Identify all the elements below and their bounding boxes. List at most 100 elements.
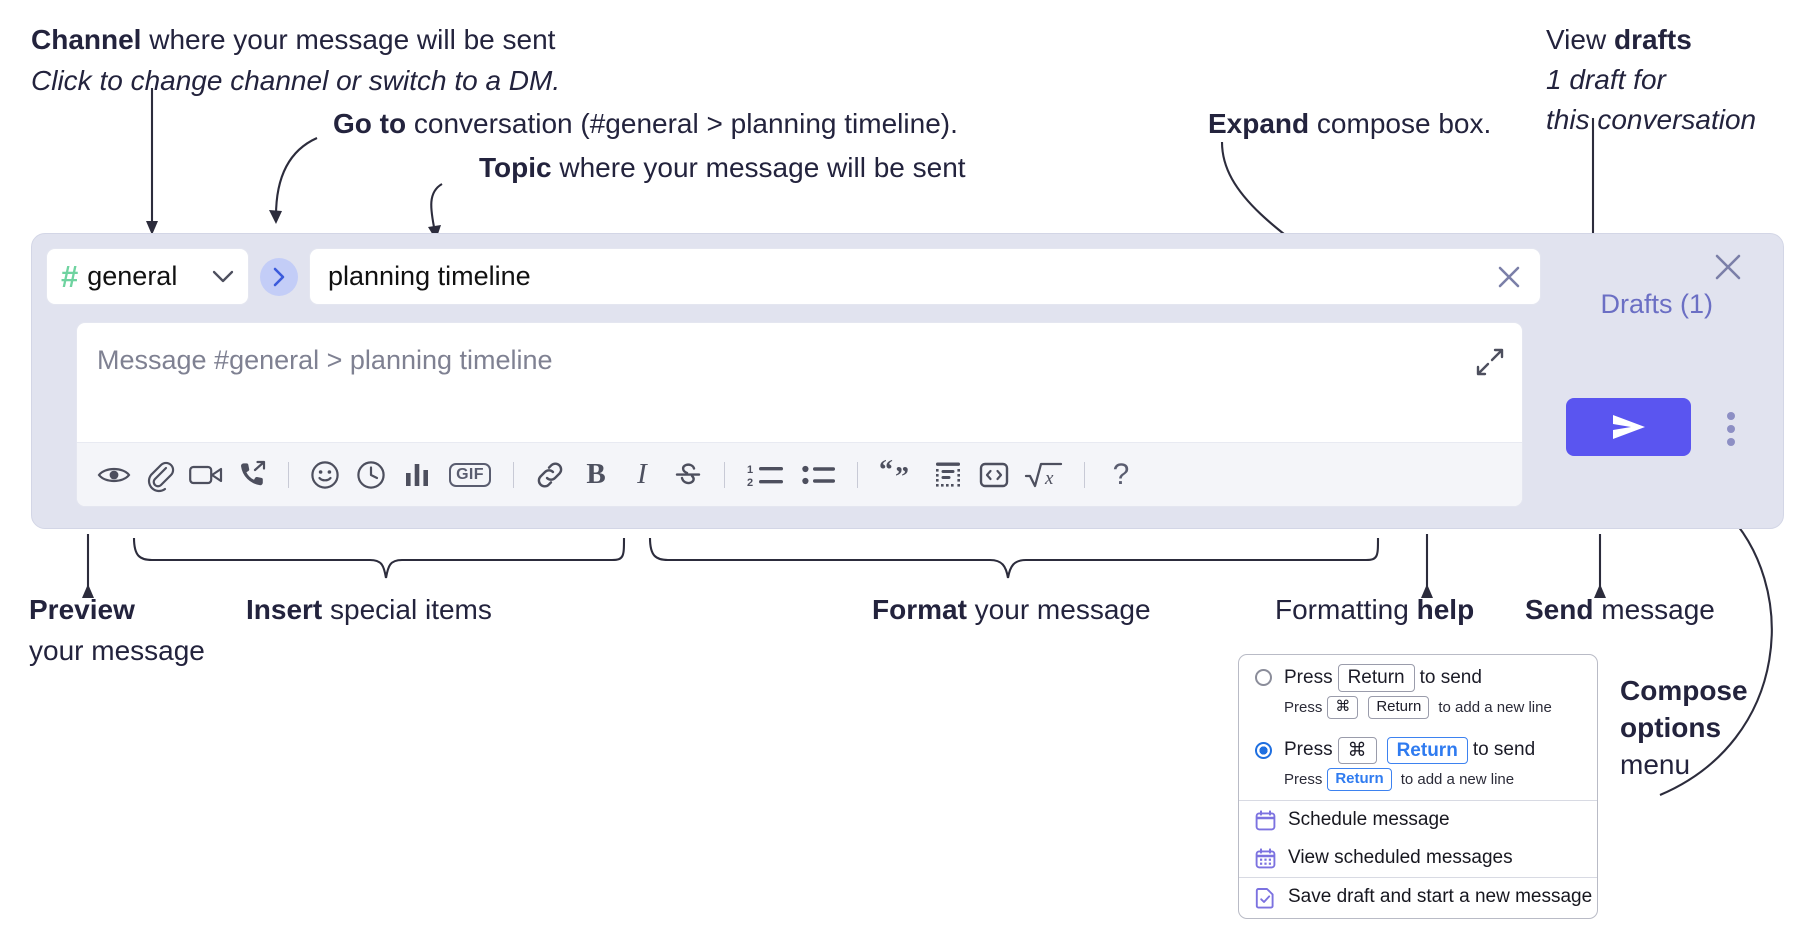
annotation-preview-rest: your message — [29, 634, 205, 666]
svg-text:”: ” — [895, 462, 909, 493]
math-button[interactable]: x — [1017, 452, 1071, 498]
calendar-icon — [1255, 809, 1276, 831]
menu-item-schedule-message[interactable]: Schedule message — [1239, 801, 1597, 839]
italic-label: I — [637, 458, 647, 490]
annotation-insert-rest: special items — [322, 594, 492, 625]
annotation-send-rest: message — [1593, 594, 1715, 625]
menu-option-cmd-sub: Press Return to add a new line — [1239, 766, 1597, 800]
annotation-drafts-sub1: 1 draft for — [1546, 63, 1666, 95]
bold-label: B — [586, 458, 606, 490]
key-command: ⌘ — [1327, 695, 1359, 719]
annotation-goto-rest: conversation (#general > planning timeli… — [406, 108, 958, 139]
help-button[interactable]: ? — [1098, 452, 1144, 498]
menu-option-return-press: Press — [1284, 666, 1333, 688]
compose-header-row: # general planning timeline — [46, 248, 1541, 305]
close-compose-button[interactable] — [1711, 250, 1745, 284]
topic-value: planning timeline — [328, 261, 531, 291]
code-block-button[interactable] — [925, 452, 971, 498]
annotation-channel: Channel where your message will be sent … — [31, 22, 560, 99]
send-icon — [1607, 410, 1651, 444]
menu-option-return[interactable]: Press Return to send — [1239, 655, 1597, 694]
link-button[interactable] — [527, 452, 573, 498]
key-return-small: Return — [1368, 695, 1430, 719]
annotation-goto: Go to conversation (#general > planning … — [333, 106, 958, 142]
menu-sub-press: Press — [1284, 698, 1323, 716]
annotation-compose-options: Compose options menu — [1620, 672, 1748, 784]
annotation-channel-bold: Channel — [31, 24, 142, 55]
svg-text:x: x — [1044, 468, 1054, 489]
send-button[interactable] — [1566, 398, 1691, 456]
annotation-compose-options-l3: menu — [1620, 749, 1691, 781]
compose-options-button[interactable] — [1727, 412, 1735, 446]
topic-clear-button[interactable] — [1494, 262, 1524, 292]
menu-option-return-tail: to send — [1419, 666, 1482, 688]
calendar-grid-icon — [1255, 847, 1276, 869]
preview-button[interactable] — [91, 452, 137, 498]
strikethrough-button[interactable] — [665, 452, 711, 498]
annotation-preview-bold: Preview — [29, 594, 135, 625]
separator-4 — [857, 461, 858, 488]
menu-option-cmd-tail: to send — [1472, 739, 1536, 761]
menu-sub2-tail: to add a new line — [1400, 771, 1515, 789]
schedule-button[interactable] — [348, 452, 394, 498]
annotation-send-bold: Send — [1525, 594, 1594, 625]
radio-selected-icon[interactable] — [1255, 741, 1272, 759]
bulleted-list-button[interactable] — [794, 452, 844, 498]
channel-name: general — [87, 261, 178, 291]
menu-sub2-press: Press — [1284, 771, 1323, 789]
video-button[interactable] — [183, 452, 229, 498]
annotation-expand-rest: compose box. — [1309, 108, 1492, 139]
annotation-expand: Expand compose box. — [1208, 106, 1491, 142]
topic-field[interactable]: planning timeline — [309, 248, 1541, 305]
annotation-format: Format your message — [872, 592, 1151, 628]
annotation-send: Send message — [1525, 592, 1715, 628]
svg-text:2: 2 — [747, 477, 753, 489]
annotation-topic-bold: Topic — [479, 152, 552, 183]
blockquote-button[interactable]: “” — [871, 452, 925, 498]
goto-conversation-button[interactable] — [260, 257, 298, 296]
annotation-topic-rest: where your message will be sent — [551, 152, 966, 183]
attach-button[interactable] — [137, 452, 183, 498]
svg-text:1: 1 — [747, 464, 753, 476]
menu-sub-tail: to add a new line — [1438, 698, 1552, 716]
italic-button[interactable]: I — [619, 452, 665, 498]
svg-text:“: “ — [879, 455, 893, 486]
annotation-goto-bold: Go to — [333, 108, 407, 139]
kebab-dot-2 — [1727, 425, 1735, 433]
bold-button[interactable]: B — [573, 452, 619, 498]
separator-2 — [513, 461, 514, 488]
annotation-drafts: View drafts 1 draft for this conversatio… — [1546, 22, 1756, 137]
code-button[interactable] — [971, 452, 1017, 498]
menu-item-label: Save draft and start a new message — [1288, 886, 1593, 907]
channel-selector[interactable]: # general — [46, 248, 249, 305]
help-label: ? — [1112, 457, 1130, 491]
kebab-dot-3 — [1727, 438, 1735, 446]
gif-button[interactable]: GIF — [440, 452, 500, 498]
hash-icon: # — [61, 259, 79, 294]
key-return-blue: Return — [1386, 736, 1468, 765]
annotation-help-rest: Formatting — [1275, 594, 1417, 625]
drafts-link[interactable]: Drafts (1) — [1600, 289, 1713, 319]
annotation-formatting-help: Formatting help — [1275, 592, 1474, 628]
annotation-format-bold: Format — [872, 594, 967, 625]
radio-unselected-icon[interactable] — [1255, 669, 1272, 687]
huddle-button[interactable] — [229, 452, 275, 498]
expand-button[interactable] — [1475, 347, 1505, 377]
menu-item-save-draft[interactable]: Save draft and start a new message — [1239, 878, 1597, 918]
key-return-blue-small: Return — [1327, 768, 1392, 791]
menu-item-view-scheduled-messages[interactable]: View scheduled messages — [1239, 839, 1597, 877]
emoji-button[interactable] — [302, 452, 348, 498]
key-command-big: ⌘ — [1337, 736, 1377, 765]
separator-1 — [288, 461, 289, 488]
menu-option-cmd-return[interactable]: Press ⌘ Return to send — [1239, 728, 1597, 767]
separator-5 — [1084, 461, 1085, 488]
message-input-area[interactable]: Message #general > planning timeline — [76, 322, 1523, 507]
menu-divider-1 — [1239, 800, 1597, 801]
annotation-drafts-bold: drafts — [1613, 24, 1692, 55]
annotation-preview: Preview your message — [29, 592, 205, 669]
annotation-insert-bold: Insert — [246, 594, 323, 625]
poll-button[interactable] — [394, 452, 440, 498]
annotation-insert: Insert special items — [246, 592, 492, 628]
